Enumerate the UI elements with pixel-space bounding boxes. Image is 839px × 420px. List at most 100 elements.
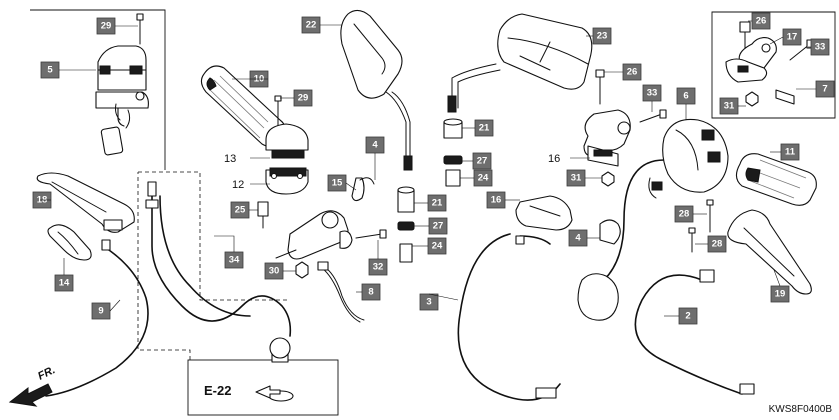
reference-e22: E-22 <box>204 383 281 399</box>
callout-28-a: 28 <box>674 205 694 223</box>
svg-text:11: 11 <box>785 147 796 158</box>
svg-text:26: 26 <box>756 16 767 27</box>
svg-text:19: 19 <box>775 289 786 300</box>
nut-30 <box>295 261 309 279</box>
switch-detail-frame <box>30 9 166 170</box>
callout-6: 6 <box>676 87 696 105</box>
label-16: 16 <box>548 153 560 165</box>
svg-text:28: 28 <box>679 209 690 220</box>
bolts-28 <box>688 199 714 253</box>
callout-23: 23 <box>592 27 612 45</box>
right-switch-housing <box>648 118 729 199</box>
svg-text:29: 29 <box>101 21 112 32</box>
svg-text:6: 6 <box>683 91 688 102</box>
callout-2: 2 <box>678 307 698 325</box>
svg-text:28: 28 <box>712 239 723 250</box>
callout-22: 22 <box>301 16 321 34</box>
callout-9: 9 <box>91 302 111 320</box>
screw-25 <box>257 201 269 229</box>
svg-text:34: 34 <box>229 255 240 266</box>
throttle-grip <box>735 153 817 206</box>
svg-text:29: 29 <box>298 93 309 104</box>
callout-7: 7 <box>815 80 835 98</box>
front-brake-hose <box>457 233 561 401</box>
svg-text:7: 7 <box>822 84 827 95</box>
clutch-lever <box>36 172 135 233</box>
cable-group-frame-lower <box>137 172 191 360</box>
callout-25: 25 <box>230 201 250 219</box>
callout-14: 14 <box>54 274 74 292</box>
label-13: 13 <box>224 153 236 165</box>
svg-text:8: 8 <box>368 287 373 298</box>
callout-21-a: 21 <box>474 119 494 137</box>
callout-20: 16 <box>486 191 506 209</box>
svg-text:16: 16 <box>491 195 502 206</box>
callout-26-a: 26 <box>751 12 771 30</box>
svg-text:33: 33 <box>815 42 826 53</box>
left-mirror <box>340 9 413 171</box>
washer-31 <box>601 171 615 187</box>
svg-text:14: 14 <box>59 278 70 289</box>
clutch-switch-wire <box>317 261 365 323</box>
callout-32: 32 <box>368 258 388 276</box>
callout-24-b: 24 <box>427 237 447 255</box>
svg-text:15: 15 <box>332 178 343 189</box>
svg-text:17: 17 <box>787 32 798 43</box>
clutch-switch-frame <box>711 11 836 119</box>
svg-text:24: 24 <box>478 173 489 184</box>
callout-33-a: 33 <box>810 38 830 56</box>
switch-harness <box>603 159 665 281</box>
svg-text:3: 3 <box>426 297 431 308</box>
svg-text:26: 26 <box>627 67 638 78</box>
svg-text:32: 32 <box>373 262 384 273</box>
callout-3: 3 <box>419 293 439 311</box>
svg-text:E-22: E-22 <box>204 383 231 398</box>
callout-4-a: 4 <box>365 136 385 154</box>
callout-28-b: 28 <box>707 235 727 253</box>
clip-4-lower <box>599 219 621 245</box>
master-cylinder-bracket <box>583 69 667 167</box>
svg-text:21: 21 <box>432 198 443 209</box>
throttle-cable-b <box>159 195 251 317</box>
svg-text:31: 31 <box>724 101 735 112</box>
master-cylinder-reservoir <box>577 273 619 321</box>
lever-cover <box>47 224 92 261</box>
callout-26-b: 26 <box>622 63 642 81</box>
clutch-lever-holder <box>275 177 387 260</box>
svg-text:FR.: FR. <box>36 364 57 383</box>
callout-31-a: 31 <box>719 97 739 115</box>
svg-text:25: 25 <box>235 205 246 216</box>
svg-text:27: 27 <box>477 156 488 167</box>
reference-frame <box>187 359 339 416</box>
callout-15: 15 <box>327 174 347 192</box>
svg-text:33: 33 <box>647 88 658 99</box>
callout-30: 30 <box>264 262 284 280</box>
throttle-cable-a <box>151 185 292 337</box>
throttle-cable-right <box>634 274 743 395</box>
front-direction-indicator: FR. <box>8 364 57 407</box>
clutch-switch-detail <box>725 21 814 107</box>
svg-text:4: 4 <box>575 233 581 244</box>
callout-29-a: 29 <box>96 17 116 35</box>
callout-19: 19 <box>770 285 790 303</box>
leader-lines <box>40 20 816 317</box>
callout-27-b: 27 <box>428 217 448 235</box>
callout-29-b: 29 <box>293 89 313 107</box>
svg-text:21: 21 <box>479 123 490 134</box>
callout-24-a: 24 <box>473 169 493 187</box>
brake-lever <box>727 209 812 295</box>
svg-text:23: 23 <box>597 31 608 42</box>
left-switch-assembly <box>95 13 149 156</box>
cable-group-frame <box>138 171 290 301</box>
svg-text:5: 5 <box>47 65 53 76</box>
label-12: 12 <box>232 179 244 191</box>
callout-34: 34 <box>224 251 244 269</box>
clutch-cable <box>45 247 149 397</box>
diagram-code: KWS8F0400B <box>769 404 833 415</box>
callout-31-b: 31 <box>566 169 586 187</box>
svg-text:24: 24 <box>432 241 443 252</box>
callout-5: 5 <box>40 61 60 79</box>
svg-text:2: 2 <box>685 311 690 322</box>
center-adapter-parts <box>397 118 463 263</box>
